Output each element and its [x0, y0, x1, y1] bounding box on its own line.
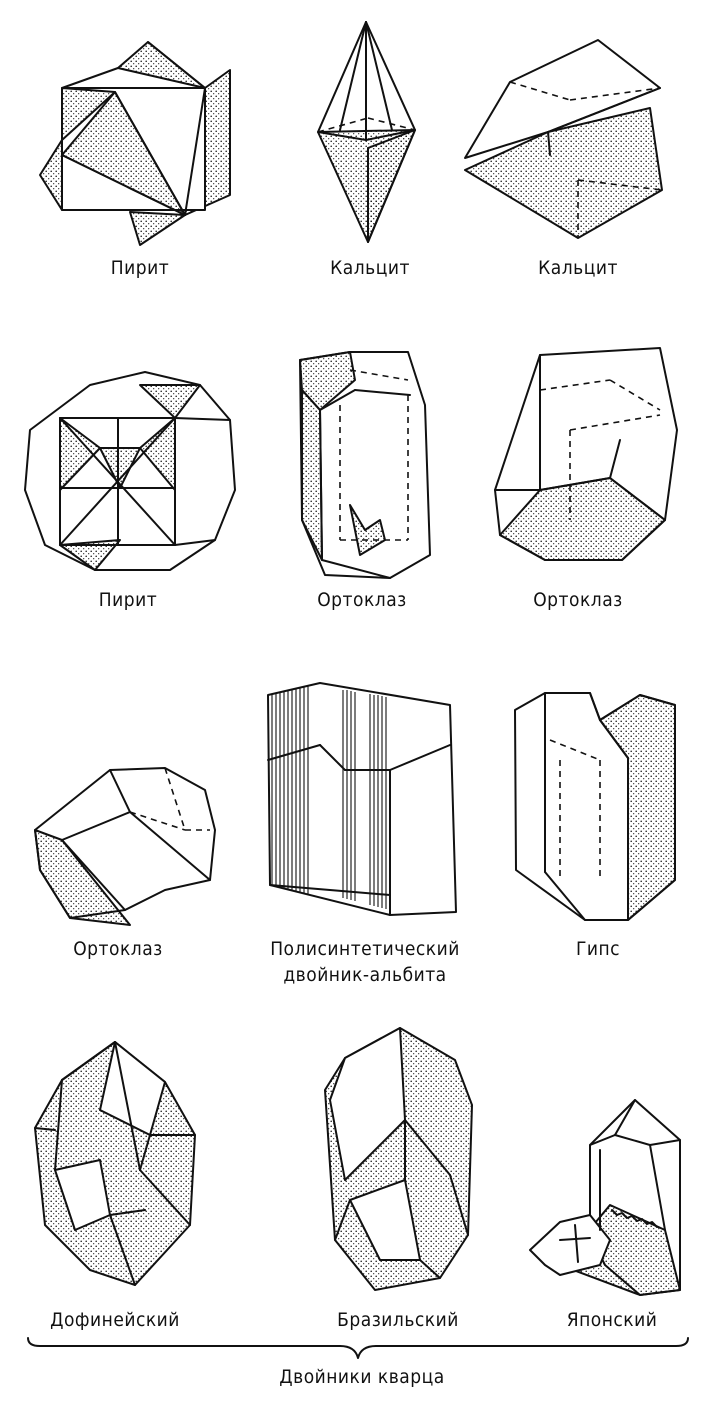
label-brazil: Бразильский — [337, 1309, 459, 1331]
label-albite-line-2: двойник-альбита — [283, 964, 447, 986]
label-japan: Японский — [566, 1309, 658, 1331]
gypsum-swallowtail-twin-figure — [514, 692, 676, 921]
albite-polysynthetic-twin-figure — [267, 682, 457, 916]
calcite-scalenohedron-figure — [317, 21, 416, 243]
label-dauphine: Дофинейский — [50, 1309, 180, 1331]
quartz-dauphine-twin-figure — [34, 1041, 196, 1286]
label-gypsum: Гипс — [575, 938, 621, 960]
calcite-rhombohedron-figure — [464, 39, 663, 239]
twin-lamellae — [271, 685, 387, 909]
quartz-japan-twin-figure — [529, 1099, 681, 1296]
label-orthoclase-3: Ортоклаз — [73, 938, 163, 960]
label-orthoclase-2: Ортоклаз — [533, 589, 623, 611]
label-albite-line-1: Полисинтетический — [270, 938, 460, 960]
label-calcite-2: Кальцит — [538, 257, 618, 279]
label-calcite-1: Кальцит — [330, 257, 410, 279]
pyrite-cube-twin-figure — [39, 41, 231, 246]
quartz-twins-brace — [27, 1337, 689, 1359]
quartz-brazil-twin-figure — [324, 1027, 473, 1291]
label-pyrite-1: Пирит — [110, 257, 170, 279]
orthoclase-tabular-figure — [34, 767, 216, 926]
label-pyrite-2: Пирит — [98, 589, 158, 611]
label-orthoclase-1: Ортоклаз — [317, 589, 407, 611]
pyritohedron-twin-figure — [24, 371, 236, 571]
orthoclase-prismatic-figure — [494, 347, 678, 561]
orthoclase-carlsbad-twin-figure — [299, 351, 431, 579]
label-quartz-twins: Двойники кварца — [279, 1366, 445, 1388]
